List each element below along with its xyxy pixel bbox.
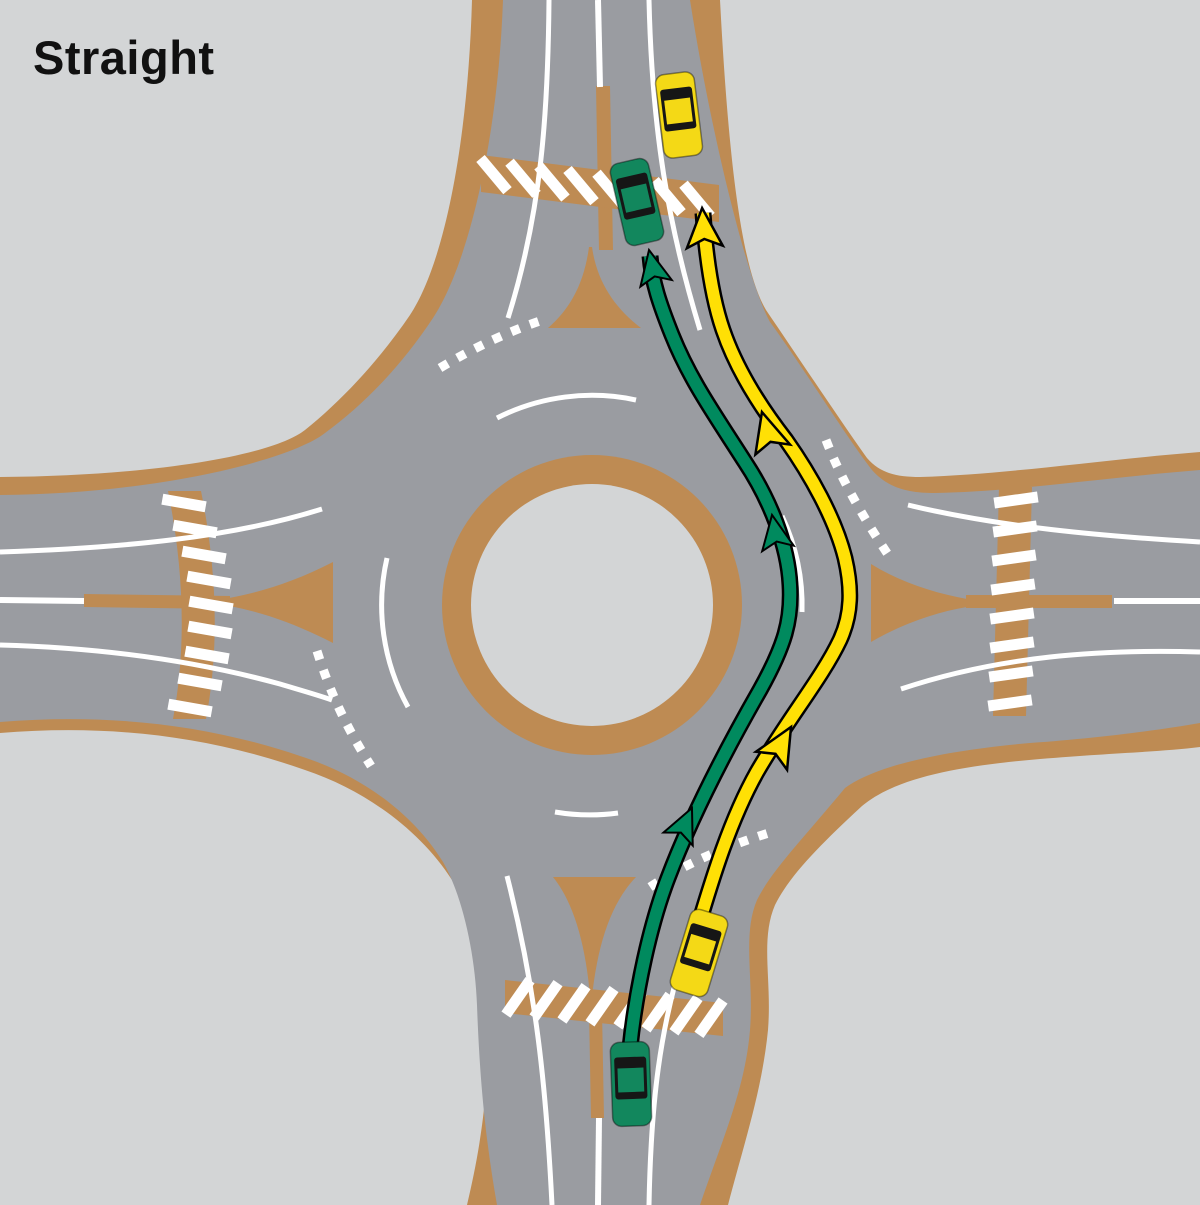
page-title: Straight: [33, 31, 215, 84]
lane-line: [907, 502, 1200, 545]
crossing-bar: [563, 165, 599, 206]
crossing-bars-layer: [161, 154, 1039, 1039]
crossing-bar: [187, 620, 233, 640]
center-line-north: [595, 0, 603, 88]
crossing-bar: [987, 694, 1033, 712]
green-arrowheads: [638, 247, 797, 849]
splitter-island-west: [229, 562, 333, 643]
center-line-west: [0, 597, 85, 604]
giveway-dots-east: [821, 438, 893, 559]
crossing-bar: [989, 607, 1035, 625]
circulating-lane-arc: [554, 809, 619, 818]
crossing-bar: [669, 994, 703, 1036]
crossing-bar: [534, 162, 570, 202]
giveway-dots-west: [312, 649, 375, 769]
yellow-arrowhead: [684, 205, 726, 251]
crossing-bar: [181, 545, 227, 565]
crossing-bar: [990, 578, 1036, 596]
crossing-bar: [557, 982, 591, 1024]
crossing-bar: [501, 977, 535, 1018]
lane-line: [646, 0, 703, 331]
green-car-entering: [609, 1040, 653, 1128]
green-route-line: [624, 255, 797, 1049]
yellow-route-line: [694, 212, 856, 922]
crossing-bar: [650, 176, 686, 217]
crossing-bar: [694, 997, 728, 1039]
splitter-island-east: [871, 564, 967, 642]
crossing-bar: [188, 595, 234, 615]
circulating-lane-arc: [495, 392, 637, 421]
crossing-bar: [167, 698, 213, 718]
crossing-bar: [161, 493, 207, 513]
yellow-route: [684, 205, 859, 923]
lane-line: [504, 875, 555, 1205]
car-roof: [617, 1067, 645, 1093]
splitter-island-south: [553, 877, 636, 1008]
crossing-bar: [585, 985, 619, 1027]
median-line-east: [966, 595, 1112, 608]
median-line-north: [596, 86, 613, 250]
splitter-island-north: [548, 247, 641, 328]
green-arrowhead: [760, 512, 797, 554]
crossing-bar: [993, 491, 1039, 509]
yellow-arrowhead: [753, 409, 794, 458]
crossing-bar: [679, 180, 715, 220]
crossing-bar: [641, 991, 675, 1033]
central-island: [471, 484, 713, 726]
crossing-bar: [476, 154, 512, 195]
green-route: [621, 247, 799, 1049]
lane-line: [0, 506, 323, 555]
crossing-bar: [988, 665, 1034, 683]
car-roof: [664, 97, 693, 125]
crossing-bar: [992, 520, 1038, 538]
green-arrowhead: [660, 805, 694, 849]
green-arrowhead: [638, 247, 675, 289]
crossing-bar: [529, 979, 563, 1021]
crossing-bar: [172, 519, 218, 539]
yellow-arrowheads: [684, 205, 794, 774]
circulating-lane-arc: [379, 557, 411, 709]
lane-line: [0, 642, 333, 703]
crossing-bar: [177, 672, 223, 692]
yellow-arrowhead: [752, 724, 793, 774]
crossing-bar: [989, 636, 1035, 654]
lane-line: [505, 0, 552, 319]
crossing-bar: [186, 570, 232, 590]
giveway-dots-south: [647, 827, 774, 891]
crossing-bar: [991, 549, 1037, 567]
green-car-exiting: [609, 157, 665, 247]
car-roof: [620, 183, 652, 213]
yellow-car-entering: [669, 908, 729, 998]
car-roof: [684, 933, 717, 965]
center-line-south: [595, 1117, 602, 1205]
yellow-car-exiting: [654, 71, 704, 159]
crossing-bar: [505, 158, 541, 198]
crossing-bar: [184, 645, 230, 665]
lane-line: [900, 648, 1200, 692]
median-line-south: [589, 1010, 604, 1118]
